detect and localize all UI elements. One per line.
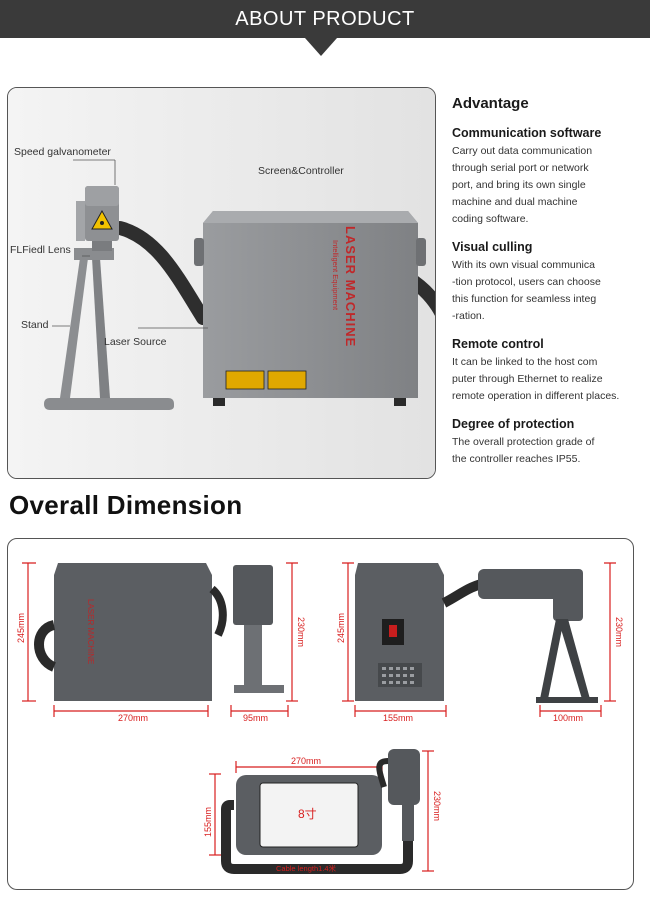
- side-view-head: [478, 569, 568, 599]
- product-photo-panel: LASER MACHINE Intelligent Equipment Spee…: [7, 87, 436, 479]
- feature-protection: Degree of protection The overall protect…: [452, 417, 642, 468]
- dimension-drawing: LASER MACHINE 245mm 270mm: [16, 562, 624, 874]
- front-view-box: [54, 563, 212, 701]
- feature-line: Carry out data communication: [452, 145, 593, 157]
- feature-title: Visual culling: [452, 240, 533, 254]
- stand-leg-right: [92, 258, 110, 398]
- front-head-width-label: 95mm: [243, 713, 268, 723]
- label-speed-galvanometer: Speed galvanometer: [14, 146, 111, 158]
- feature-line: the controller reaches IP55.: [452, 453, 581, 465]
- header-title: ABOUT PRODUCT: [235, 8, 415, 30]
- machine-brand: LASER MACHINE: [343, 226, 358, 347]
- front-width-label: 270mm: [118, 713, 148, 723]
- stand-base: [44, 398, 174, 410]
- feature-body: It can be linked to the host com puter t…: [452, 354, 642, 405]
- advantage-panel: Advantage Communication software Carry o…: [452, 95, 642, 480]
- feature-line: coding software.: [452, 213, 529, 225]
- top-view-screen: [259, 782, 359, 848]
- top-depth-label: 155mm: [203, 807, 213, 837]
- cable-length-label: Cable length1.4米: [276, 863, 337, 873]
- advantage-title: Advantage: [452, 95, 529, 112]
- side-stand-height-label: 230mm: [614, 617, 624, 647]
- feature-line: -tion protocol, users can choose: [452, 276, 601, 288]
- label-fl-lens: FLFiedl Lens: [10, 244, 71, 256]
- warning-label-left: [225, 370, 265, 390]
- top-width-label: 270mm: [291, 756, 321, 766]
- laser-warning-icon: [91, 209, 113, 230]
- feature-title: Degree of protection: [452, 417, 575, 431]
- feature-line: The overall protection grade of: [452, 436, 595, 448]
- front-view-head: [233, 565, 273, 625]
- banner-arrow-icon: [305, 38, 337, 56]
- feature-visual-culling: Visual culling With its own visual commu…: [452, 240, 642, 325]
- feature-line: puter through Ethernet to realize: [452, 373, 603, 385]
- product-illustration: LASER MACHINE Intelligent Equipment Spee…: [8, 88, 435, 478]
- feature-body: Carry out data communication through ser…: [452, 143, 642, 228]
- dimension-heading: Overall Dimension: [9, 490, 243, 520]
- side-width-label: 155mm: [383, 713, 413, 723]
- header-banner: ABOUT PRODUCT: [0, 0, 650, 38]
- warning-label-right: [267, 370, 307, 390]
- stand-leg-left: [60, 258, 88, 398]
- feature-title: Remote control: [452, 337, 544, 351]
- feature-line: through serial port or network: [452, 162, 589, 174]
- feature-body: With its own visual communica -tion prot…: [452, 257, 642, 325]
- feature-line: this function for seamless integ: [452, 293, 597, 305]
- cable: [113, 221, 210, 325]
- feature-line: remote operation in different places.: [452, 390, 620, 402]
- dimension-panel: LASER MACHINE 245mm 270mm: [7, 538, 634, 890]
- top-view-cable: [221, 800, 413, 874]
- front-head-height-label: 230mm: [296, 617, 306, 647]
- label-stand: Stand: [21, 319, 49, 331]
- controller-box: [203, 211, 418, 398]
- front-height-label: 245mm: [16, 613, 26, 643]
- side-height-label: 245mm: [336, 613, 346, 643]
- feature-body: The overall protection grade of the cont…: [452, 434, 642, 468]
- feature-communication: Communication software Carry out data co…: [452, 126, 642, 228]
- front-view-brand: LASER MACHINE: [86, 599, 95, 664]
- feature-line: port, and bring its own single: [452, 179, 586, 191]
- top-side-height-label: 230mm: [432, 791, 442, 821]
- screen-size-label: 8寸: [298, 807, 317, 821]
- label-screen-controller: Screen&Controller: [258, 165, 344, 177]
- machine-subtitle: Intelligent Equipment: [331, 240, 340, 311]
- feature-remote-control: Remote control It can be linked to the h…: [452, 337, 642, 405]
- feature-line: machine and dual machine: [452, 196, 578, 208]
- feature-line: -ration.: [452, 310, 485, 322]
- side-stand-width-label: 100mm: [553, 713, 583, 723]
- feature-line: With its own visual communica: [452, 259, 595, 271]
- feature-title: Communication software: [452, 126, 602, 140]
- top-view-head: [388, 749, 420, 805]
- feature-line: It can be linked to the host com: [452, 356, 598, 368]
- label-laser-source: Laser Source: [104, 336, 167, 348]
